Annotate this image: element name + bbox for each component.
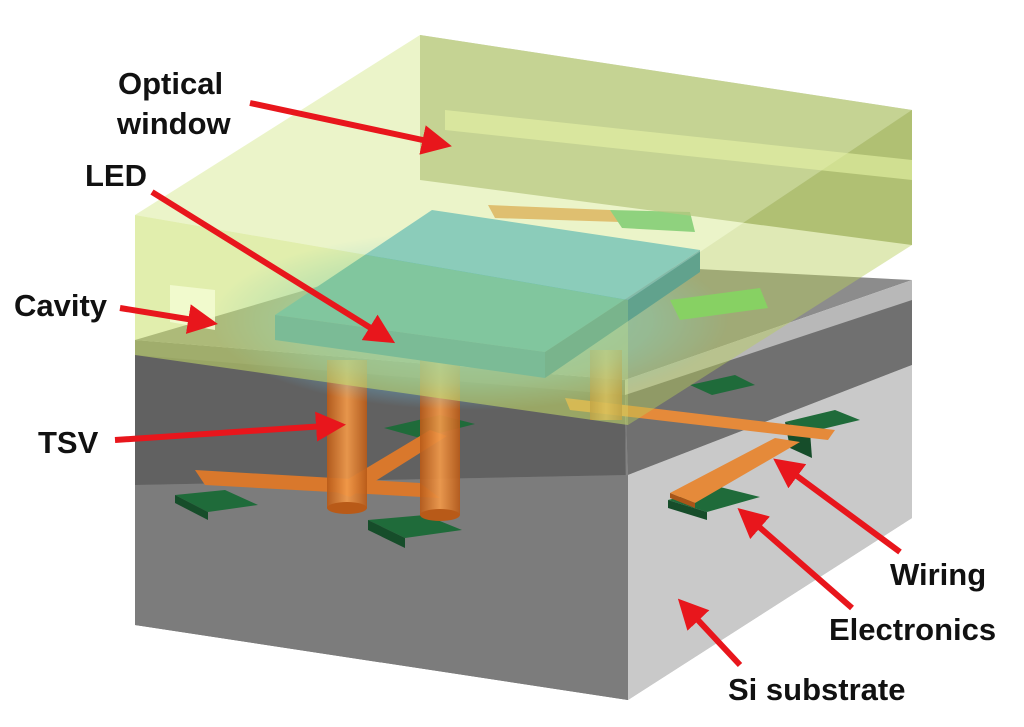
callout-arrows	[114, 100, 902, 668]
wiring-label: Wiring	[890, 557, 987, 592]
cavity-label: Cavity	[14, 288, 108, 323]
cavity-arrow	[119, 304, 218, 334]
optical-window-block	[135, 35, 912, 425]
tsv-arrow	[114, 411, 346, 443]
substrate-lower-front	[135, 475, 628, 700]
window-inner-edge	[445, 110, 912, 180]
optical-window-label-line1: Optical	[118, 66, 224, 101]
window-side-face	[628, 110, 912, 425]
electronics-pad	[368, 520, 405, 548]
electronics-arrow	[737, 508, 854, 611]
substrate-upper-band-side	[625, 300, 912, 475]
tsv-label: TSV	[38, 425, 99, 460]
electronics-pad	[690, 375, 755, 395]
electronics-pad	[670, 288, 768, 320]
wiring-trace	[195, 470, 440, 498]
wiring-trace	[565, 398, 835, 440]
optical-window-arrow	[249, 100, 452, 155]
window-top-face	[135, 35, 912, 300]
tsv-via-bottom	[327, 502, 367, 514]
wiring-trace	[670, 493, 695, 508]
led-label: LED	[85, 158, 147, 193]
electronics-pad	[175, 495, 208, 520]
electronics-pad	[668, 500, 707, 520]
wiring-traces	[195, 398, 835, 508]
led-arrow	[150, 189, 396, 344]
si-substrate-label: Si substrate	[728, 672, 906, 707]
wiring-trace	[670, 438, 800, 503]
wiring-arrow	[773, 458, 902, 555]
si-substrate-arrow	[677, 598, 743, 668]
electronics-pad	[175, 490, 258, 512]
tsv-via-bottom	[420, 509, 460, 521]
optical-window-label-line2: window	[117, 106, 231, 141]
electronics-label: Electronics	[829, 612, 997, 647]
